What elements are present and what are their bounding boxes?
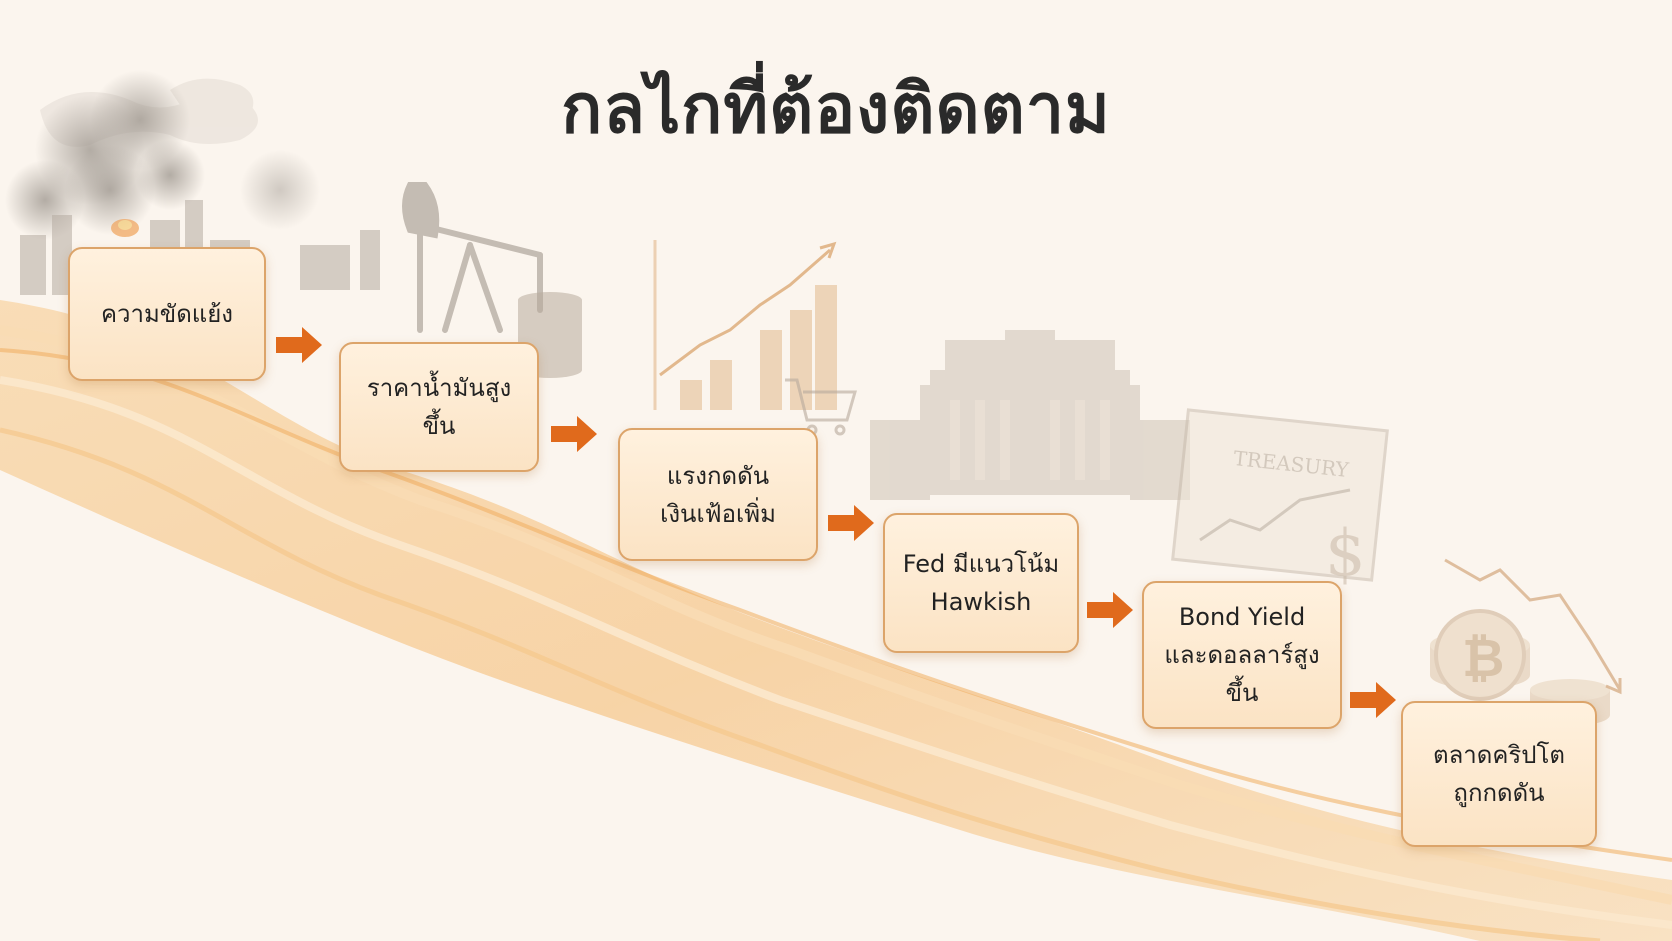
- dollar-symbol-illustration: $: [1325, 517, 1366, 591]
- page-title: กลไกที่ต้องติดตาม: [561, 70, 1111, 149]
- step-box-oil-price-rise: ราคาน้ำมันสูงขึ้น: [339, 342, 539, 472]
- arrow-right-icon: [1087, 592, 1133, 628]
- building-columns: [950, 400, 1110, 480]
- step-box-crypto-pressured: ตลาดคริปโต ถูกกดดัน: [1401, 701, 1597, 847]
- fire-illustration: [111, 219, 139, 237]
- arrow-right-icon: [828, 505, 874, 541]
- step-label: ตลาดคริปโต ถูกกดดัน: [1432, 741, 1565, 807]
- rising-trend-line-illustration: [653, 240, 837, 410]
- oil-barrel-illustration: [518, 292, 582, 378]
- step-label: Fed มีแนวโน้ม Hawkish: [902, 550, 1060, 616]
- step-box-fed-hawkish: Fed มีแนวโน้ม Hawkish: [883, 513, 1079, 653]
- arrow-right-icon: [276, 327, 322, 363]
- step-label: Bond Yield และดอลลาร์สูงขึ้น: [1164, 603, 1320, 707]
- step-box-conflict: ความขัดแย้ง: [68, 247, 266, 381]
- arrow-right-icon: [1350, 682, 1396, 718]
- step-label: ความขัดแย้ง: [100, 300, 234, 328]
- smoke-clouds-illustration: [5, 70, 320, 240]
- arrow-right-icon: [551, 416, 597, 452]
- step-label: แรงกดดันเงินเฟ้อเพิ่ม: [660, 461, 776, 528]
- step-label: ราคาน้ำมันสูงขึ้น: [366, 374, 512, 440]
- treasury-document-illustration: TREASURY: [1171, 408, 1389, 582]
- step-box-bond-yield-dollar: Bond Yield และดอลลาร์สูงขึ้น: [1142, 581, 1342, 729]
- dollar-icon: $: [1325, 517, 1366, 591]
- rising-bar-chart-illustration: [680, 285, 837, 410]
- federal-reserve-building-illustration: [870, 330, 1190, 500]
- bitcoin-icon: ₿: [1462, 629, 1504, 689]
- falling-trend-line-illustration: [1444, 558, 1622, 695]
- step-box-inflation-pressure: แรงกดดันเงินเฟ้อเพิ่ม: [618, 428, 818, 561]
